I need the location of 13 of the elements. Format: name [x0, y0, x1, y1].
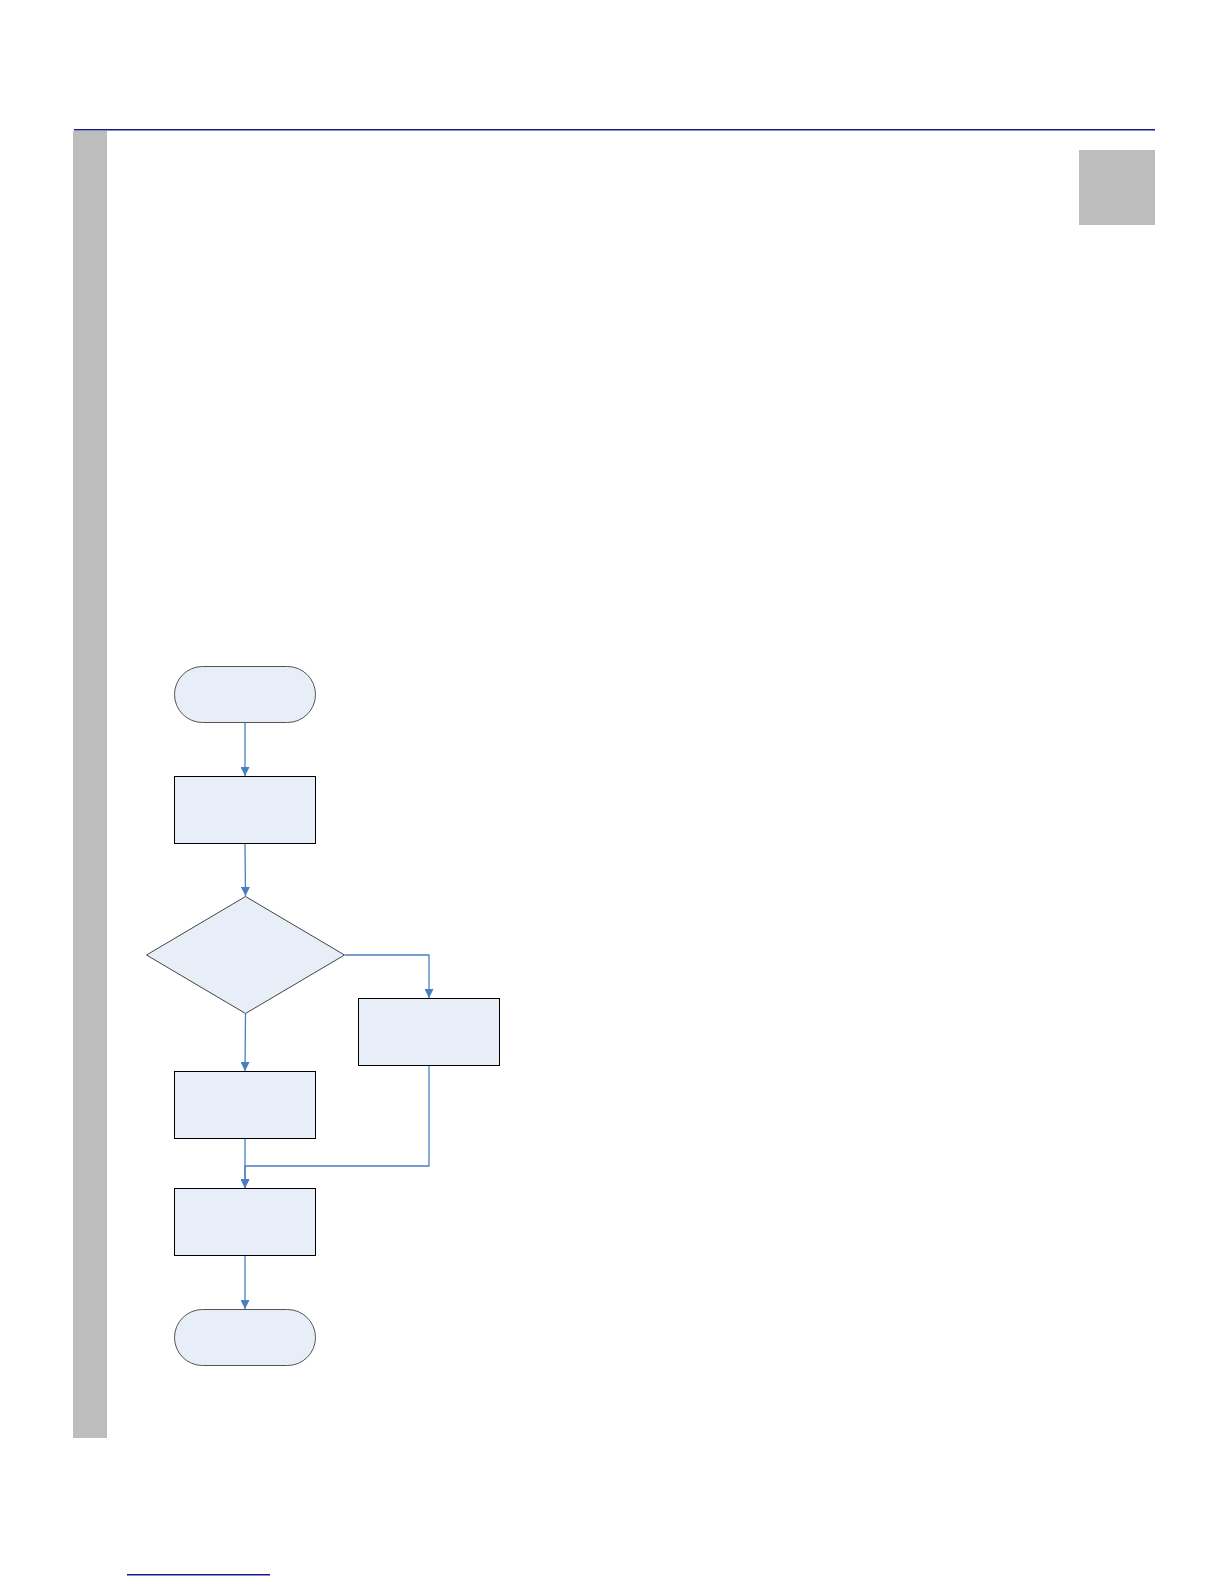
- process-box: [174, 1071, 316, 1139]
- arrow: [240, 843, 250, 897]
- arrow: [240, 722, 250, 777]
- arrow: [344, 954, 434, 999]
- decision-diamond: [146, 896, 345, 1014]
- process-box: [358, 998, 500, 1066]
- arrow: [240, 1065, 430, 1189]
- arrow: [240, 1255, 250, 1310]
- process-box: [174, 776, 316, 844]
- arrow: [240, 1013, 250, 1072]
- terminal-shape: [174, 1309, 316, 1366]
- terminal-shape: [174, 666, 316, 723]
- process-box: [174, 1188, 316, 1256]
